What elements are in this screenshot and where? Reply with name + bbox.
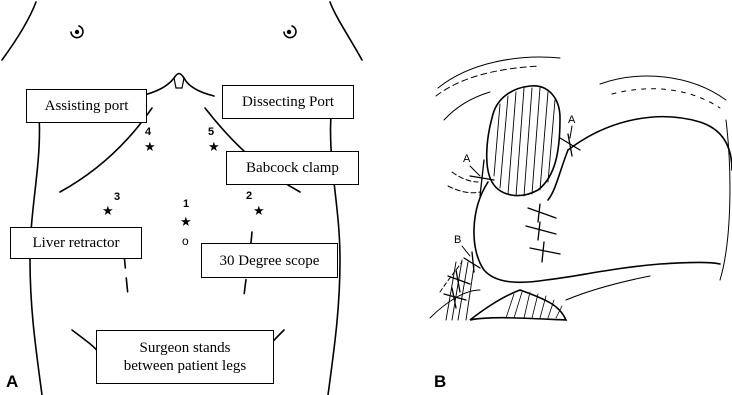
babcock-clamp-label: Babcock clamp [226,151,359,185]
scope-label: 30 Degree scope [201,243,338,278]
stitch-label-a-right: A [568,114,575,126]
port-number-1: 1 [183,198,189,210]
stitch-label-a-left: A [463,153,470,165]
right-shoulder-outline [330,2,362,60]
surgeon-position-line-2: between patient legs [124,357,246,375]
rib-notch [140,74,214,97]
assisting-port-label: Assisting port [26,89,147,123]
port-number-3: 3 [114,191,120,203]
port-number-4: 4 [145,126,151,138]
panel-b-letter: B [434,372,446,392]
wrap-outline [474,182,720,282]
panel-a-letter: A [6,372,18,392]
port-number-5: 5 [208,126,214,138]
dissecting-port-label: Dissecting Port [222,85,354,119]
port-number-2: 2 [246,190,252,202]
surgeon-position-label: Surgeon stands between patient legs [96,330,274,384]
port-star-2: ★ [253,205,265,218]
scope-port-marker: o [182,234,189,248]
stomach-outline [568,117,732,170]
port-star-4: ★ [144,141,156,154]
surgeon-position-line-1: Surgeon stands [140,339,231,357]
liver-retractor-label: Liver retractor [10,227,142,259]
stitch-label-b: B [454,234,461,246]
left-shoulder-outline [2,2,36,60]
port-star-3: ★ [102,205,114,218]
port-star-5: ★ [208,141,220,154]
port-star-1: ★ [180,216,192,229]
